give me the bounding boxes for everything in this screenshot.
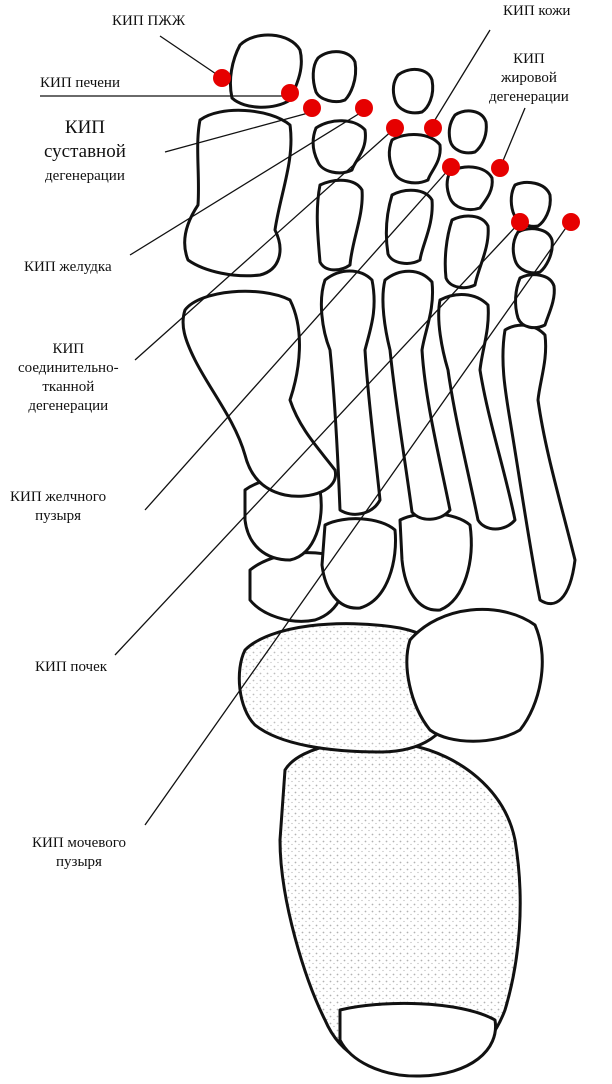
label-sustavnoy-line-1: КИП — [44, 116, 126, 140]
point-zhelchnogo — [442, 158, 460, 176]
point-pecheni — [281, 84, 299, 102]
label-zheludka: КИП желудка — [24, 258, 112, 277]
label-soedinitelno-line-1: КИП — [18, 340, 119, 359]
toe-5 — [511, 182, 554, 327]
label-zhelchnogo-line-2: пузыря — [10, 507, 106, 526]
metatarsal-5 — [503, 325, 575, 603]
label-zhirovoy-line-2: жировой — [489, 69, 569, 88]
label-soedinitelno-line-2: соединительно- — [18, 359, 119, 378]
point-soedinitelno — [386, 119, 404, 137]
intermediate-cuneiform — [322, 519, 396, 608]
label-mochevogo: КИП мочевого пузыря — [32, 834, 126, 872]
label-mochevogo-line-1: КИП мочевого — [32, 834, 126, 853]
label-soedinitelno-line-4: дегенерации — [18, 397, 119, 416]
cuboid-bone — [407, 609, 542, 741]
point-kozhi — [424, 119, 442, 137]
point-pochek — [511, 213, 529, 231]
foot-bones — [183, 35, 575, 1076]
label-kozhi: КИП кожи — [503, 2, 570, 21]
label-mochevogo-line-2: пузыря — [32, 853, 126, 872]
label-pochek: КИП почек — [35, 658, 107, 677]
label-zhirovoy-line-1: КИП — [489, 50, 569, 69]
hallux-proximal-phalanx — [185, 110, 291, 275]
toe-4 — [445, 111, 492, 288]
point-zheludka — [355, 99, 373, 117]
label-soedinitelno-line-3: тканной — [18, 378, 119, 397]
calcaneus-tuber — [340, 1003, 496, 1076]
label-sustavnoy: КИП суставной дегенерации — [44, 116, 126, 188]
point-pzhzh — [213, 69, 231, 87]
label-pzhzh: КИП ПЖЖ — [112, 12, 185, 31]
label-zhelchnogo: КИП желчного пузыря — [10, 488, 106, 526]
point-mochevogo — [562, 213, 580, 231]
label-sustavnoy-line-2: суставной — [44, 140, 126, 164]
point-sustavnoy — [303, 99, 321, 117]
label-zhirovoy-line-3: дегенерации — [489, 88, 569, 107]
label-soedinitelno: КИП соединительно- тканной дегенерации — [18, 340, 119, 416]
label-sustavnoy-line-3: дегенерации — [44, 164, 126, 188]
label-zhirovoy: КИП жировой дегенерации — [489, 50, 569, 107]
lateral-cuneiform — [400, 514, 471, 610]
leader-zhirovoy — [500, 108, 525, 168]
leader-pzhzh — [160, 36, 222, 78]
toe-3 — [386, 69, 440, 263]
point-zhirovoy — [491, 159, 509, 177]
label-zhelchnogo-line-1: КИП желчного — [10, 488, 106, 507]
label-pecheni: КИП печени — [40, 74, 120, 93]
